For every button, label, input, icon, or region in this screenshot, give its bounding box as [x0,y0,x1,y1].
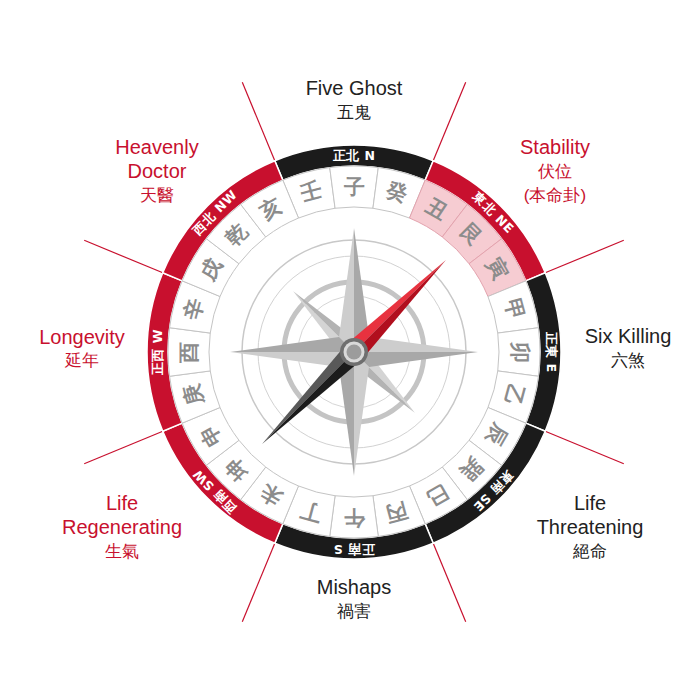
rose-point-half [354,352,478,367]
mountain-segment [241,180,299,237]
divider-line [545,431,624,464]
divider-line [242,82,274,161]
direction-label: 正北 N [333,148,376,162]
mountain-segment [498,328,540,377]
sector-label: Six Killing [585,324,672,348]
mountain-character: 酉 [176,342,200,363]
rose-point-half [339,228,354,352]
needle-south-half [262,352,362,452]
divider-lines [84,82,624,622]
divider-line [84,240,163,272]
needle-north-half [354,260,454,360]
needle-pivot [340,338,368,366]
mountain-segment [168,328,210,377]
direction-label: 正南 S [333,541,374,555]
divider-line [433,82,466,161]
sector-label: 生氣 [105,542,139,562]
rose-point-half [230,337,354,352]
mountain-segment [488,281,538,333]
sector-label: Heavenly Doctor [100,135,215,183]
direction-label: 正西 W [150,329,164,375]
mountain-cell: 丙 [370,483,428,539]
mountain-cell: 卯 [495,325,542,379]
mountain-cell: 酉 [166,325,213,379]
mountain-cell: 甲 [485,278,541,336]
sector-label: Stability [520,135,590,159]
sector-label: Mishaps [317,575,391,599]
mountain-segment [373,486,425,536]
sector-label: 絕命 [573,542,607,562]
needle-south-half [254,344,354,444]
mountain-cell: 午 [327,493,381,540]
sector-label: 禍害 [337,602,371,622]
mountain-segment [330,496,379,538]
sector-label: Life Regenerating [57,491,187,539]
compass-needle [254,252,453,451]
needle-north-half [346,252,446,352]
compass-face [230,228,478,476]
divider-line [545,240,624,272]
sector-label: 伏位 [538,162,572,182]
sector-label: Life Threatening [528,491,653,539]
mountain-cell: 庚 [167,368,223,426]
mountain-cell: 子 [327,164,381,211]
needle-pivot [344,342,365,363]
sector-label: Five Ghost [306,76,403,100]
direction-label: 正東 E [543,332,557,373]
sector-label: Longevity [39,325,125,349]
sector-label: 六煞 [611,351,645,371]
divider-line [433,543,466,622]
sector-label: 延年 [65,351,99,371]
mountain-character: 子 [344,174,365,198]
sector-label: (本命卦) [524,186,586,206]
compass-rose [230,228,478,476]
divider-line [242,543,274,622]
needle-pivot [347,345,362,360]
mountain-segment [170,371,220,423]
divider-line [84,431,163,464]
mountain-segment [330,166,379,208]
mountain-character: 午 [344,505,365,529]
sector-label: 五鬼 [337,103,371,123]
rose-point-half [354,352,369,476]
sector-label: 天醫 [140,186,174,206]
mountain-character: 卯 [507,342,531,363]
